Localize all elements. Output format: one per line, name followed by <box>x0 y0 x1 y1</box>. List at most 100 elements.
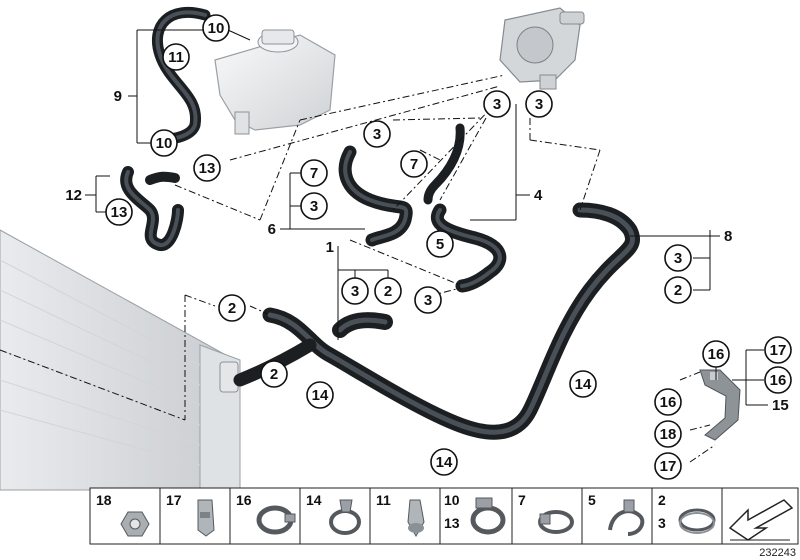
svg-text:3: 3 <box>658 515 666 531</box>
callout-3-group-8[interactable]: 3 <box>664 244 692 272</box>
callout-3-group-6[interactable]: 3 <box>300 192 328 220</box>
callout-17-bracket-bottom[interactable]: 17 <box>654 452 682 480</box>
svg-text:2: 2 <box>658 492 666 508</box>
svg-text:7: 7 <box>518 492 526 508</box>
thermostat-housing <box>499 7 585 90</box>
callout-18-bracket[interactable]: 18 <box>654 420 682 448</box>
svg-text:7: 7 <box>410 156 418 173</box>
svg-text:16: 16 <box>660 394 677 411</box>
svg-text:16: 16 <box>236 492 252 508</box>
dash-lines <box>0 74 716 463</box>
hose-clamp-icon <box>329 499 361 535</box>
group-label-9: 9 <box>114 88 122 105</box>
svg-text:3: 3 <box>310 198 318 215</box>
svg-text:3: 3 <box>424 292 432 309</box>
svg-text:13: 13 <box>111 204 128 221</box>
svg-text:7: 7 <box>310 165 318 182</box>
group-label-12: 12 <box>65 187 82 204</box>
nut-icon <box>120 511 150 537</box>
svg-text:3: 3 <box>373 126 381 143</box>
legend-cell-2-3[interactable]: 2 3 <box>658 492 716 534</box>
svg-text:14: 14 <box>306 492 322 508</box>
group-label-4: 4 <box>534 187 543 204</box>
svg-text:2: 2 <box>270 366 278 383</box>
callout-3-hose-end[interactable]: 3 <box>414 286 442 314</box>
svg-text:3: 3 <box>535 96 543 113</box>
callout-2-group-1[interactable]: 2 <box>374 277 402 305</box>
legend-cell-18[interactable]: 18 <box>96 492 150 537</box>
svg-text:10: 10 <box>444 492 460 508</box>
callout-7-right[interactable]: 7 <box>400 150 428 178</box>
screw-clamp-icon <box>538 510 574 534</box>
svg-text:5: 5 <box>436 236 444 253</box>
svg-text:2: 2 <box>674 282 682 299</box>
callout-13-upper[interactable]: 13 <box>193 154 221 182</box>
svg-text:14: 14 <box>312 387 329 404</box>
callout-16-bracket-right[interactable]: 16 <box>764 366 792 394</box>
callout-group: 10 11 10 13 13 3 3 3 7 7 3 5 3 2 3 3 2 2… <box>105 14 792 480</box>
callout-7-left[interactable]: 7 <box>300 159 328 187</box>
callout-11[interactable]: 11 <box>162 43 190 71</box>
bracket-clamp-icon <box>256 505 296 535</box>
diagram-id: 232243 <box>759 547 796 559</box>
legend-cell-10-13[interactable]: 10 13 <box>444 492 506 535</box>
callout-2-group-8[interactable]: 2 <box>664 276 692 304</box>
callout-10-top[interactable]: 10 <box>202 14 230 42</box>
legend-cell-17[interactable]: 17 <box>166 492 215 537</box>
callout-17-bracket-top[interactable]: 17 <box>764 336 792 364</box>
callout-14-left[interactable]: 14 <box>306 381 334 409</box>
callout-2-radiator-bottom[interactable]: 2 <box>260 360 288 388</box>
group-label-15: 15 <box>772 397 789 414</box>
svg-text:17: 17 <box>166 492 182 508</box>
callout-3-housing-left[interactable]: 3 <box>483 90 511 118</box>
callout-16-bracket-top[interactable]: 16 <box>702 340 730 368</box>
svg-text:14: 14 <box>436 454 453 471</box>
radiator <box>0 229 241 491</box>
callout-3-housing-right[interactable]: 3 <box>525 90 553 118</box>
callout-14-bottom[interactable]: 14 <box>430 448 458 476</box>
svg-text:3: 3 <box>674 250 682 267</box>
band-clamp-icon <box>678 508 716 534</box>
callout-3-center-top[interactable]: 3 <box>363 120 391 148</box>
svg-text:17: 17 <box>660 458 677 475</box>
callout-3-group-1[interactable]: 3 <box>341 277 369 305</box>
svg-text:17: 17 <box>770 342 787 359</box>
svg-text:2: 2 <box>384 283 392 300</box>
arrow-down-left-icon <box>728 499 794 541</box>
callout-10-bottom[interactable]: 10 <box>150 129 178 157</box>
legend-cell-11[interactable]: 11 <box>376 492 425 538</box>
group-label-1: 1 <box>326 239 334 256</box>
hoses <box>120 6 641 440</box>
legend-cell-14[interactable]: 14 <box>306 492 361 535</box>
bracket-15 <box>699 369 741 441</box>
group-label-6: 6 <box>268 221 276 238</box>
expansion-tank <box>214 29 336 135</box>
callout-13-lower[interactable]: 13 <box>105 198 133 226</box>
svg-text:3: 3 <box>351 283 359 300</box>
svg-text:14: 14 <box>575 376 592 393</box>
group-label-8: 8 <box>724 228 732 245</box>
svg-text:18: 18 <box>660 426 677 443</box>
svg-text:10: 10 <box>156 135 173 152</box>
quick-clip-icon <box>608 499 645 536</box>
svg-text:13: 13 <box>444 515 460 531</box>
legend-cell-7[interactable]: 7 <box>518 492 574 534</box>
callout-14-right[interactable]: 14 <box>569 370 597 398</box>
svg-text:16: 16 <box>770 372 787 389</box>
svg-text:3: 3 <box>493 96 501 113</box>
callout-16-bracket-left[interactable]: 16 <box>654 388 682 416</box>
parts-legend: 18 17 16 14 <box>89 487 799 545</box>
svg-text:2: 2 <box>228 300 236 317</box>
spring-clip-icon <box>407 499 425 538</box>
legend-cell-5[interactable]: 5 <box>588 492 645 536</box>
svg-text:11: 11 <box>168 49 184 66</box>
svg-text:16: 16 <box>708 346 725 363</box>
svg-text:13: 13 <box>199 160 216 177</box>
worm-clamp-icon <box>470 497 506 535</box>
legend-cell-16[interactable]: 16 <box>236 492 296 535</box>
callout-5[interactable]: 5 <box>426 230 454 258</box>
group-labels: 9 12 6 4 1 8 15 <box>65 88 788 414</box>
callout-2-radiator-top[interactable]: 2 <box>218 294 246 322</box>
legend-cell-arrow[interactable] <box>728 499 794 541</box>
